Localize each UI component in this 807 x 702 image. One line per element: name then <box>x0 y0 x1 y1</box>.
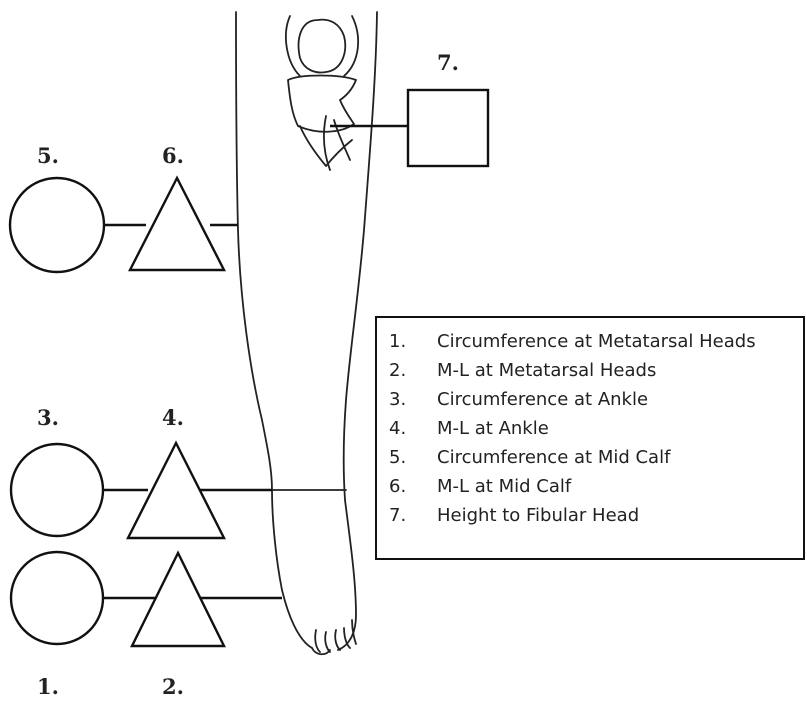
legend-item-number: 4. <box>389 418 437 439</box>
label-2: 2. <box>162 674 184 699</box>
measurement-3-circle <box>11 444 103 536</box>
legend-item-number: 3. <box>389 389 437 410</box>
metatarsal-row <box>11 552 282 646</box>
mid-calf-row <box>10 178 238 272</box>
label-4: 4. <box>162 405 184 430</box>
label-6: 6. <box>162 143 184 168</box>
legend-item-label: Circumference at Metatarsal Heads <box>437 331 756 352</box>
legend-item-label: M-L at Metatarsal Heads <box>437 360 656 381</box>
label-1: 1. <box>37 674 59 699</box>
legend-item-label: M-L at Mid Calf <box>437 476 571 497</box>
measurement-5-circle <box>10 178 104 272</box>
legend-box: 1. Circumference at Metatarsal Heads 2. … <box>375 316 805 560</box>
legend-item: 5. Circumference at Mid Calf <box>389 443 803 472</box>
measurement-7-square <box>408 90 488 166</box>
legend-item-number: 1. <box>389 331 437 352</box>
legend-item-number: 6. <box>389 476 437 497</box>
legend-item-label: Height to Fibular Head <box>437 505 639 526</box>
leg-drawing <box>236 12 377 654</box>
label-7: 7. <box>437 50 459 75</box>
legend-item: 6. M-L at Mid Calf <box>389 472 803 501</box>
legend-item-number: 7. <box>389 505 437 526</box>
legend-item-label: M-L at Ankle <box>437 418 549 439</box>
fibular-head-row <box>330 90 488 166</box>
legend-item: 2. M-L at Metatarsal Heads <box>389 356 803 385</box>
legend-item: 1. Circumference at Metatarsal Heads <box>389 327 803 356</box>
legend-item-label: Circumference at Mid Calf <box>437 447 670 468</box>
legend-item-number: 2. <box>389 360 437 381</box>
legend-item-label: Circumference at Ankle <box>437 389 648 410</box>
ankle-row <box>11 443 272 538</box>
label-3: 3. <box>37 405 59 430</box>
label-5: 5. <box>37 143 59 168</box>
legend-item: 4. M-L at Ankle <box>389 414 803 443</box>
legend-item: 3. Circumference at Ankle <box>389 385 803 414</box>
measurement-1-circle <box>11 552 103 644</box>
legend-item: 7. Height to Fibular Head <box>389 501 803 530</box>
legend-item-number: 5. <box>389 447 437 468</box>
measurement-2-triangle <box>132 553 224 646</box>
